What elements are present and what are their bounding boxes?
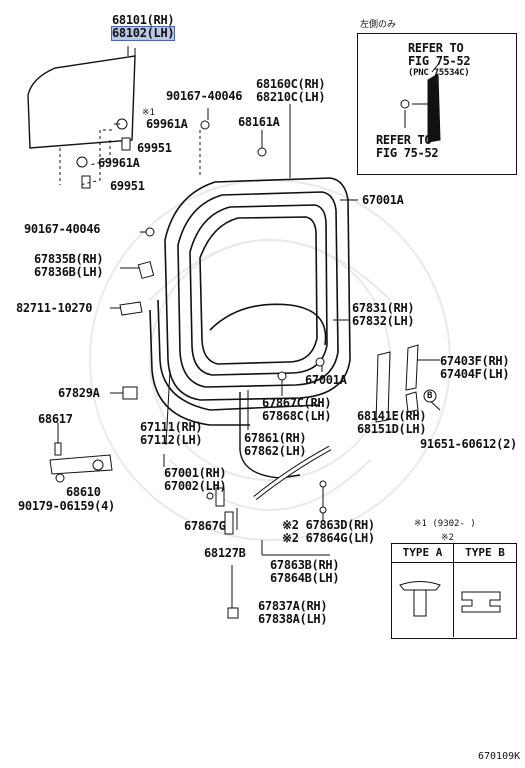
legend-type-b: TYPE B bbox=[454, 544, 516, 563]
inset-refer-top[interactable]: REFER TO FIG 75-52 (PNC 75534C) bbox=[408, 41, 471, 79]
weatherstrip-c-lh: 67868C(LH) bbox=[262, 409, 332, 423]
glass-rh: 68101(RH) bbox=[112, 13, 175, 27]
door-frame bbox=[149, 177, 351, 426]
hinge-label[interactable]: 68610 bbox=[66, 485, 101, 499]
door-glass-shape bbox=[27, 55, 136, 149]
frame-upper-label[interactable]: 68160C(RH) 68210C(LH) bbox=[256, 77, 326, 104]
guard-parts bbox=[375, 344, 419, 423]
trim-label[interactable]: 67831(RH) 67832(LH) bbox=[352, 301, 415, 328]
door-panel-lh: 67002(LH) bbox=[164, 479, 227, 493]
inset-refer-bot-l1: REFER TO bbox=[376, 133, 432, 147]
inset-illustration bbox=[400, 61, 441, 143]
hinge-frame-rh: 67111(RH) bbox=[140, 420, 203, 434]
clip-67867g-label[interactable]: 67867G bbox=[184, 519, 226, 533]
hinge-frame-label[interactable]: 67111(RH) 67112(LH) bbox=[140, 420, 203, 447]
weatherstrip-label[interactable]: 67861(RH) 67862(LH) bbox=[244, 431, 307, 458]
pad-label[interactable]: 67829A bbox=[58, 386, 100, 400]
hole-cover-lh: 67838A(LH) bbox=[258, 612, 328, 626]
switch-label[interactable]: 68617 bbox=[38, 412, 73, 426]
inset-title: 左側のみ bbox=[360, 20, 397, 30]
seal-d-lh: ※2 67864G(LH) bbox=[282, 531, 375, 545]
hinge-screw-label[interactable]: 90179-06159(4) bbox=[18, 499, 115, 513]
clip-69961-bot-label[interactable]: 69961A bbox=[98, 156, 140, 170]
legend-icons bbox=[399, 581, 501, 617]
clip-67001-top-label[interactable]: 67001A bbox=[362, 193, 404, 207]
spacer-lh: 68151D(LH) bbox=[357, 422, 427, 436]
inset-refer-top-l1: REFER TO bbox=[408, 41, 464, 55]
leader-lines bbox=[57, 46, 441, 615]
ref-note-1: ※1 bbox=[142, 108, 155, 118]
glass-clip-parts bbox=[76, 118, 210, 237]
frame-upper-lh: 68210C(LH) bbox=[256, 90, 326, 104]
glass-lh-highlighted[interactable]: 68102(LH) bbox=[110, 26, 176, 41]
bolt-top-label[interactable]: 90167-40046 bbox=[166, 89, 243, 103]
inset-box bbox=[357, 33, 517, 175]
clip-type-legend: TYPE A TYPE B bbox=[391, 543, 517, 639]
door-panel-label[interactable]: 67001(RH) 67002(LH) bbox=[164, 466, 227, 493]
b-marker: B bbox=[427, 391, 433, 401]
note-2: ※2 bbox=[441, 533, 454, 543]
weatherstrip-c-label[interactable]: 67867C(RH) 67868C(LH) bbox=[262, 396, 332, 423]
guard-lh: 67404F(LH) bbox=[440, 367, 510, 381]
stopper-69951-top-label[interactable]: 69951 bbox=[137, 141, 172, 155]
bracket-68127b-label[interactable]: 68127B bbox=[204, 546, 246, 560]
cover-label[interactable]: 67835B(RH) 67836B(LH) bbox=[34, 252, 104, 279]
diagram-code: 670109K bbox=[478, 751, 521, 762]
pad-shape bbox=[122, 386, 138, 400]
seal-b-label[interactable]: 67863B(RH) 67864B(LH) bbox=[270, 558, 340, 585]
stopper-69951-bot-label[interactable]: 69951 bbox=[110, 179, 145, 193]
legend-cell-a bbox=[392, 544, 454, 637]
door-panel-rh: 67001(RH) bbox=[164, 466, 227, 480]
inset-refer-top-l3: (PNC 75534C) bbox=[408, 68, 470, 78]
weatherstrip-lh: 67862(LH) bbox=[244, 444, 307, 458]
cover-rh: 67835B(RH) bbox=[34, 252, 104, 266]
lower-fasteners bbox=[206, 147, 327, 619]
seal-b-lh: 67864B(LH) bbox=[270, 571, 340, 585]
legend-type-a: TYPE A bbox=[392, 544, 453, 563]
seal-d-rh: ※2 67863D(RH) bbox=[282, 518, 375, 532]
seal-b-rh: 67863B(RH) bbox=[270, 558, 340, 572]
clip-69961-top-label[interactable]: 69961A bbox=[146, 117, 188, 131]
hinge-frame-lh: 67112(LH) bbox=[140, 433, 203, 447]
speaker-label[interactable]: 82711-10270 bbox=[16, 301, 93, 315]
cover-lh: 67836B(LH) bbox=[34, 265, 104, 279]
trim-rh: 67831(RH) bbox=[352, 301, 415, 315]
spacer-label[interactable]: 68141E(RH) 68151D(LH) bbox=[357, 409, 427, 436]
note-1: ※1 (9302- ) bbox=[414, 519, 476, 529]
hole-cover-label[interactable]: 67837A(RH) 67838A(LH) bbox=[258, 599, 328, 626]
weatherstrip-c-rh: 67867C(RH) bbox=[262, 396, 332, 410]
spacer-rh: 68141E(RH) bbox=[357, 409, 427, 423]
frame-upper-rh: 68160C(RH) bbox=[256, 77, 326, 91]
trim-lh: 67832(LH) bbox=[352, 314, 415, 328]
hinge-parts bbox=[49, 442, 113, 483]
clip-67001-bot-label[interactable]: 67001A bbox=[305, 373, 347, 387]
guard-rh: 67403F(RH) bbox=[440, 354, 510, 368]
clip-68161-label[interactable]: 68161A bbox=[238, 115, 280, 129]
seal-d-label[interactable]: ※2 67863D(RH) ※2 67864G(LH) bbox=[282, 519, 375, 545]
screw-b-label[interactable]: 91651-60612(2) bbox=[420, 437, 517, 451]
bolt-mid-label[interactable]: 90167-40046 bbox=[24, 222, 101, 236]
hole-cover-rh: 67837A(RH) bbox=[258, 599, 328, 613]
inset-refer-bot-l2: FIG 75-52 bbox=[376, 146, 439, 160]
guard-label[interactable]: 67403F(RH) 67404F(LH) bbox=[440, 354, 510, 381]
inset-refer-top-l2: FIG 75-52 bbox=[408, 54, 471, 68]
glass-part-label[interactable]: 68101(RH) 68102(LH) bbox=[110, 13, 176, 41]
weatherstrip-rh: 67861(RH) bbox=[244, 431, 307, 445]
inset-refer-bot[interactable]: REFER TO FIG 75-52 bbox=[376, 133, 439, 160]
